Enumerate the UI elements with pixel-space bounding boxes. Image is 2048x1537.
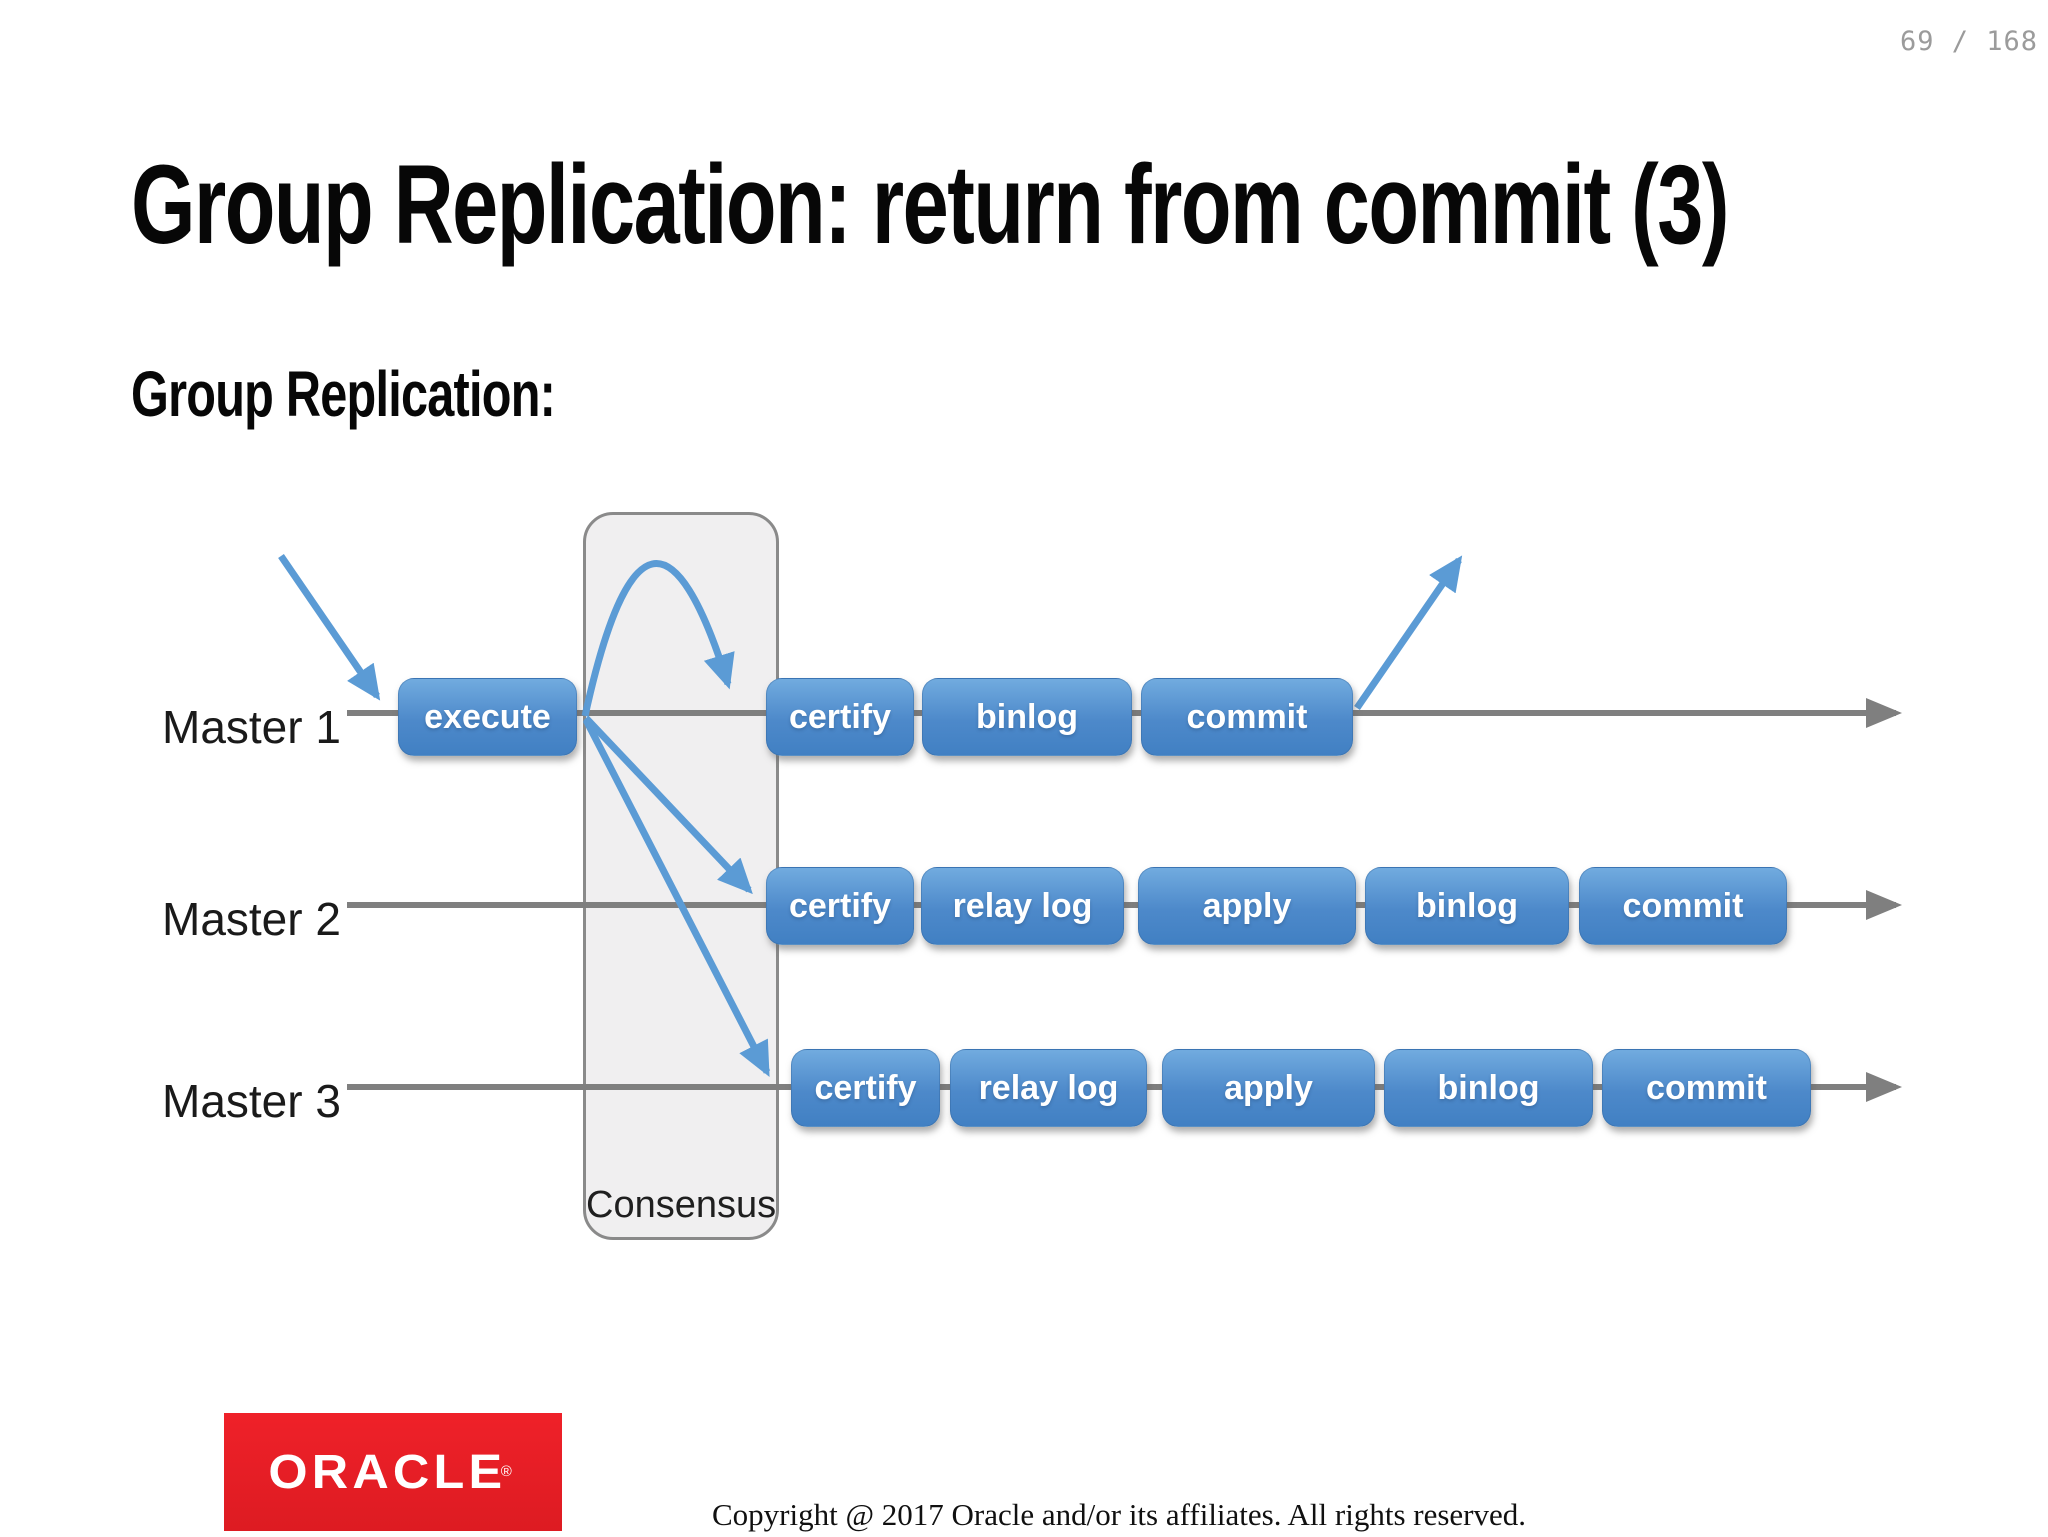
page-number: 69 / 168: [1899, 26, 2038, 57]
node-master1-execute: execute: [398, 678, 577, 756]
node-master2-apply: apply: [1138, 867, 1356, 945]
page-title: Group Replication: return from commit (3…: [131, 142, 1729, 267]
broadcast-to-master3-arrow: [582, 718, 771, 1077]
consensus-loopback-arrow: [581, 560, 735, 717]
node-master3-apply: apply: [1162, 1049, 1375, 1127]
master-2-label: Master 2: [162, 893, 341, 945]
node-master2-certify: certify: [766, 867, 914, 945]
node-master3-certify: certify: [791, 1049, 940, 1127]
incoming-transaction-arrow: [278, 554, 381, 701]
node-master2-binlog: binlog: [1365, 867, 1569, 945]
copyright-notice: Copyright @ 2017 Oracle and/or its affil…: [712, 1497, 1526, 1532]
broadcast-to-master2-arrow: [583, 715, 753, 895]
return-from-commit-arrow: [1354, 555, 1463, 710]
master-3-label: Master 3: [162, 1075, 341, 1127]
node-master3-relaylog: relay log: [950, 1049, 1147, 1127]
registered-trademark-mark: ®: [500, 1463, 512, 1480]
oracle-logo-text: ORACLE: [268, 1445, 507, 1499]
section-heading: Group Replication:: [131, 358, 556, 430]
node-master1-certify: certify: [766, 678, 914, 756]
node-master1-binlog: binlog: [922, 678, 1132, 756]
node-master3-binlog: binlog: [1384, 1049, 1593, 1127]
node-master2-relaylog: relay log: [921, 867, 1124, 945]
consensus-label: Consensus: [586, 1184, 777, 1226]
master-1-label: Master 1: [162, 701, 341, 753]
node-master1-commit: commit: [1141, 678, 1353, 756]
node-master3-commit: commit: [1602, 1049, 1811, 1127]
node-master2-commit: commit: [1579, 867, 1787, 945]
oracle-logo: ORACLE®: [224, 1413, 562, 1531]
